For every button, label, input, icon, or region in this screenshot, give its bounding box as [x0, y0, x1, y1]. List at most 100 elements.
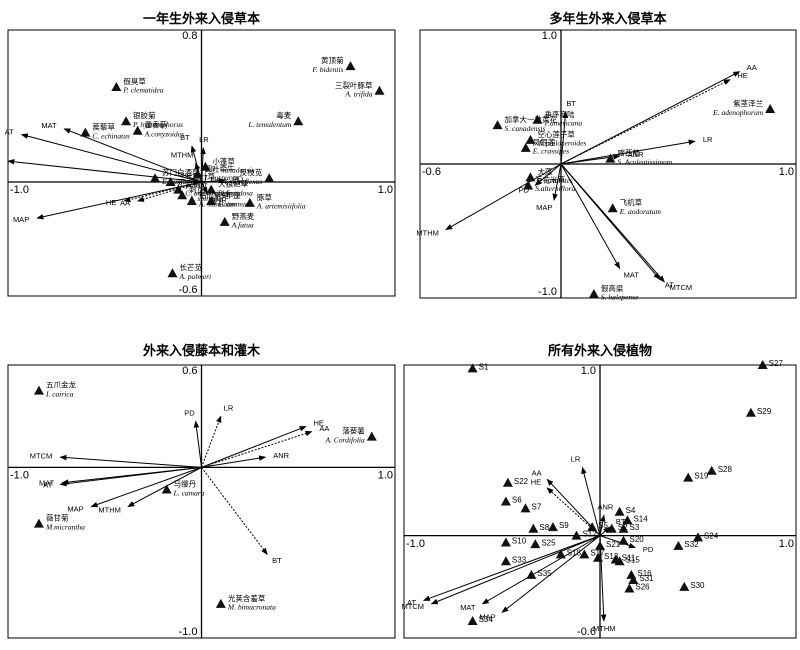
point-label: S8: [539, 523, 549, 532]
species-name-cn: 马缨丹: [174, 479, 197, 489]
point-label: S29: [757, 407, 772, 416]
species-name-latin: C. canadensis: [212, 166, 254, 175]
species-name-latin: E. aodoratum: [619, 207, 662, 216]
species-name-cn: 钻形紫菀: [199, 190, 229, 200]
arrow-aa: [136, 181, 202, 202]
species-name-latin: B. frondosa: [218, 188, 253, 197]
point-label: S24: [704, 531, 719, 540]
arrow-label-mat: MAT: [460, 603, 476, 612]
species-name-cn: 凤眼莲: [533, 137, 556, 147]
point-label: S6: [512, 496, 522, 505]
species-name-cn: 毒麦: [276, 110, 291, 120]
arrow-at: [422, 535, 601, 601]
arrow-label-at: AT: [665, 280, 674, 289]
tick-label-xmax: 1.0: [779, 166, 794, 178]
tick-label-xmin: -1.0: [10, 184, 29, 196]
arrow-label-map: MAP: [536, 203, 552, 212]
arrow-label-lr: LR: [703, 135, 713, 144]
point-marker: [525, 134, 536, 144]
arrow-mtcm: [7, 158, 202, 183]
arrow-label-lr: LR: [199, 135, 209, 144]
panel-title: 多年生外来入侵草本: [549, 11, 666, 27]
point-marker: [606, 523, 617, 533]
panel-title: 一年生外来入侵草本: [143, 11, 260, 27]
species-name-cn: 落葵薯: [342, 426, 365, 436]
species-name-latin: A.fatua: [231, 221, 254, 230]
point-marker: [167, 268, 178, 278]
tick-label-ymax: 0.8: [182, 30, 197, 42]
arrow-lr: [201, 415, 222, 468]
arrow-label-anr: ANR: [211, 196, 227, 205]
point-marker: [492, 120, 503, 130]
arrow-mat: [560, 163, 621, 270]
species-name-latin: S.alterniflora: [535, 184, 575, 193]
point-marker: [555, 549, 566, 559]
arrow-label-pd: PD: [184, 408, 195, 417]
species-name-cn: 假臭草: [123, 76, 146, 86]
point-label: S2: [618, 523, 628, 532]
point-label: S21: [606, 540, 621, 549]
point-marker: [530, 539, 541, 549]
species-name-latin: I. purpurea: [204, 173, 239, 182]
point-marker: [673, 540, 684, 550]
point-marker: [693, 532, 703, 542]
tick-label-xmin: -1.0: [406, 538, 425, 550]
arrow-lr: [560, 139, 696, 165]
point-label: S26: [635, 583, 650, 592]
point-label: S31: [639, 574, 654, 583]
arrow-label-anr: ANR: [598, 502, 614, 511]
species-name-latin: A.conyzoides: [144, 129, 184, 138]
panel-title: 外来入侵藤本和灌木: [142, 343, 261, 359]
point-marker: [177, 190, 188, 200]
point-marker: [757, 360, 768, 369]
point-marker: [745, 407, 756, 417]
species-name-cn: 紫茎泽兰: [733, 98, 763, 108]
tick-label-ymin: -1.0: [538, 286, 557, 298]
arrow-label-lr: LR: [224, 404, 234, 413]
arrow-label-mtcm: MTCM: [670, 283, 693, 292]
point-marker: [528, 523, 539, 533]
species-name-cn: 豚草: [257, 192, 272, 202]
species-name-latin: S. Aculeatissimum: [617, 157, 672, 166]
arrow-label-bt: BT: [272, 556, 282, 565]
point-marker: [121, 116, 132, 126]
point-label: S10: [512, 537, 527, 546]
arrow-bt: [201, 467, 268, 555]
point-marker: [605, 153, 616, 163]
point-marker: [547, 522, 558, 532]
species-name-latin: B. pilosa: [178, 181, 205, 190]
point-marker: [150, 173, 161, 183]
tick-label-xmax: 1.0: [779, 538, 794, 550]
arrow-label-pd: PD: [643, 545, 654, 554]
point-marker: [80, 127, 91, 137]
point-marker: [366, 431, 377, 441]
species-name-latin: S. halepense: [601, 293, 639, 302]
point-label: S35: [537, 569, 552, 578]
point-marker: [571, 530, 582, 540]
point-label: S15: [626, 555, 641, 564]
point-marker: [618, 535, 629, 545]
species-name-cn: 空心莲子草: [537, 129, 575, 139]
arrow-label-anr: ANR: [628, 150, 644, 159]
arrow-label-aa: AA: [120, 198, 130, 207]
point-label: S5: [598, 521, 608, 530]
arrow-label-bt: BT: [180, 133, 190, 142]
point-marker: [618, 523, 629, 533]
point-label: S30: [690, 581, 705, 590]
arrow-bt: [560, 111, 568, 165]
point-label: S13: [604, 552, 619, 561]
arrow-label-mthm: MTHM: [171, 150, 194, 159]
point-marker: [622, 515, 633, 525]
point-label: S12: [582, 530, 597, 539]
point-label: S4: [626, 506, 636, 515]
point-label: S16: [637, 569, 652, 578]
species-name-cn: 薇甘菊: [46, 513, 69, 523]
species-name-cn: 银胶菊: [133, 110, 156, 120]
arrow-at: [20, 133, 202, 183]
tick-label-ymax: 1.0: [542, 30, 557, 42]
arrow-label-mtcm: MTCM: [30, 452, 53, 461]
tick-label-xmin: -1.0: [10, 470, 29, 482]
point-marker: [532, 114, 543, 124]
panel-title: 所有外来入侵植物: [548, 343, 652, 359]
arrow-label-he: HE: [106, 198, 116, 207]
